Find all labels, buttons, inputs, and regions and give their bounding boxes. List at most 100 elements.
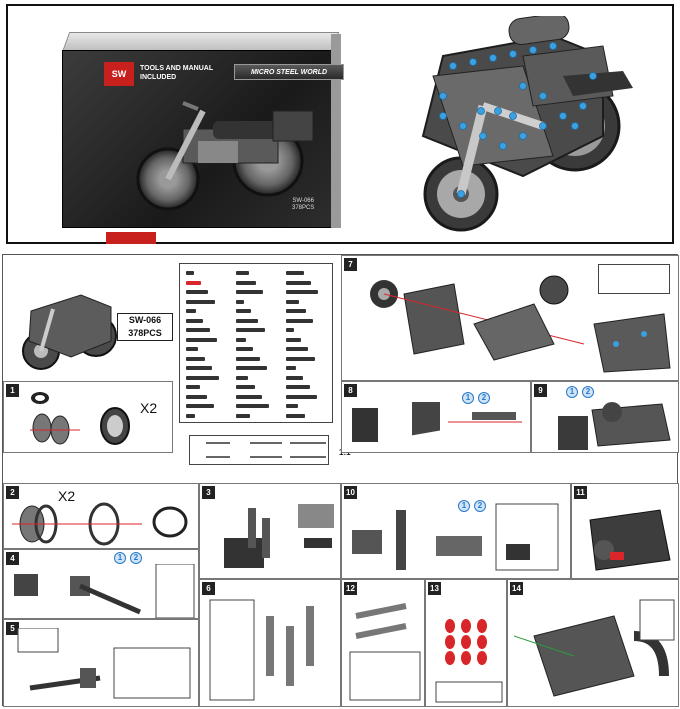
step-3: 3: [199, 483, 341, 579]
step-4-number: 4: [6, 552, 19, 565]
part-row: [232, 363, 282, 373]
part-row: [282, 268, 332, 278]
step-6: 6: [199, 579, 341, 707]
step-7: 7: [341, 255, 679, 381]
part-row: [182, 297, 232, 307]
overview-model-image: [22, 294, 117, 370]
step-14-diagram: [514, 599, 675, 697]
part-row: [232, 344, 282, 354]
step-13-number: 13: [428, 582, 441, 595]
part-row: [282, 316, 332, 326]
step-8-badge-2: 2: [478, 392, 490, 404]
parts-inventory-grid: [179, 263, 333, 423]
step-4-diagram: [14, 564, 195, 618]
part-row: [232, 335, 282, 345]
part-row: [182, 411, 232, 421]
part-silhouette: [186, 375, 219, 380]
part-silhouette: [286, 385, 310, 389]
part-silhouette: [186, 356, 205, 361]
step-10: 10 1 2: [341, 483, 571, 579]
part-row: [232, 373, 282, 383]
step-5-diagram: [17, 628, 191, 699]
part-row: [282, 354, 332, 364]
step-9-diagram: [558, 402, 671, 450]
part-row: [182, 316, 232, 326]
step-10-number: 10: [344, 486, 357, 499]
part-row: [232, 306, 282, 316]
part-silhouette: [186, 347, 198, 351]
step-3-diagram: [224, 504, 334, 568]
bolt-heads: [439, 42, 597, 198]
part-silhouette: [286, 280, 311, 285]
part-row: [232, 382, 282, 392]
part-row: [282, 382, 332, 392]
step-1-multiplier: X2: [140, 400, 158, 416]
tools-manual-text: TOOLS AND MANUAL INCLUDED: [140, 65, 213, 81]
step-11: 11: [571, 483, 679, 579]
overview-section: SW-066 378PCS 1:1: [3, 255, 351, 465]
step-8: 8 1 2: [341, 381, 531, 453]
step-9-number: 9: [534, 384, 547, 397]
part-silhouette: [186, 394, 207, 399]
assembled-motorcycle-illustration: [421, 16, 633, 232]
step-7-diagram: [370, 275, 671, 373]
step-1-diagram: [30, 392, 130, 445]
part-row: [182, 401, 232, 411]
step-2-diagram: [12, 502, 188, 546]
part-row: [282, 287, 332, 297]
part-row: [282, 392, 332, 402]
step-11-diagram: [589, 509, 671, 571]
part-row: [182, 335, 232, 345]
step-9: 9 1 2: [531, 381, 679, 453]
part-row: [182, 363, 232, 373]
part-silhouette: [186, 318, 203, 323]
part-silhouette: [186, 271, 194, 275]
step-13-diagram: [435, 619, 503, 703]
part-row: [182, 287, 232, 297]
step-8-badge-1: 1: [462, 392, 474, 404]
part-row: [182, 278, 232, 288]
step-1-number: 1: [6, 384, 19, 397]
part-row: [282, 278, 332, 288]
part-silhouette: [236, 328, 265, 332]
part-silhouette: [286, 299, 299, 304]
part-silhouette: [286, 404, 298, 408]
part-silhouette: [236, 280, 256, 285]
part-row: [282, 306, 332, 316]
part-silhouette: [236, 290, 263, 294]
step-6-number: 6: [202, 582, 215, 595]
step-9-badge-1: 1: [566, 386, 578, 398]
part-row: [182, 392, 232, 402]
box-side: [331, 34, 341, 228]
part-row: [232, 411, 282, 421]
part-row: [232, 297, 282, 307]
step-9-badge-2: 2: [582, 386, 594, 398]
step-7-parts: [598, 264, 670, 294]
part-row: [282, 363, 332, 373]
part-silhouette: [186, 385, 200, 389]
part-silhouette: [236, 309, 251, 313]
step-2-number: 2: [6, 486, 19, 499]
step-5: 5: [3, 619, 199, 707]
box-model-label: SW-066 378PCS: [292, 198, 315, 211]
step-10-badge-2: 2: [474, 500, 486, 512]
part-row: [232, 278, 282, 288]
step-12-number: 12: [344, 582, 357, 595]
step-1: 1 X2: [3, 381, 173, 453]
brand-logo: SW: [104, 62, 134, 86]
part-silhouette: [236, 318, 258, 323]
part-silhouette: [186, 413, 195, 418]
part-row: [182, 354, 232, 364]
part-silhouette: [236, 356, 260, 361]
step-8-diagram: [352, 402, 522, 442]
part-silhouette: [186, 290, 208, 294]
part-silhouette: [236, 413, 250, 418]
part-row: [282, 411, 332, 421]
part-silhouette: [236, 347, 253, 351]
part-silhouette: [286, 375, 303, 380]
part-silhouette: [236, 375, 248, 380]
part-row: [232, 325, 282, 335]
step-13: 13: [425, 579, 507, 707]
part-row: [282, 373, 332, 383]
part-row: [182, 306, 232, 316]
